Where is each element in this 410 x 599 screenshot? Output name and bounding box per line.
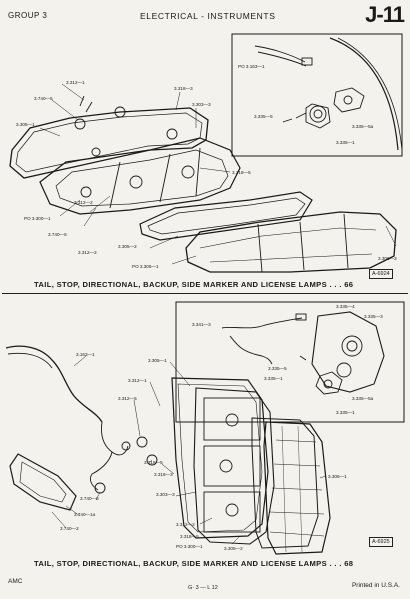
- label-3318-5b: 3.318—5: [180, 534, 199, 539]
- figure-ref-bottom: A-6925: [369, 537, 393, 547]
- inset-label-3341-3: 3.341—3: [192, 322, 211, 327]
- label-3305-1: 3.305—1: [16, 122, 35, 127]
- label-3305-1: 3.305—1: [148, 358, 167, 363]
- bottom-inset-box: [175, 301, 405, 423]
- label-po3300-1: PO 3.300—1: [176, 544, 203, 549]
- label-3318-5: 3.318—5: [232, 170, 251, 175]
- section-title: ELECTRICAL - INSTRUMENTS: [140, 11, 276, 21]
- label-3740-6: 3.740—6: [48, 232, 67, 237]
- label-3312-1: 3.312—1: [66, 80, 85, 85]
- caption-bottom: TAIL, STOP, DIRECTIONAL, BACKUP, SIDE MA…: [34, 559, 354, 568]
- inset-label-3335-4: 3.335—4: [336, 304, 355, 309]
- page-header: GROUP 3 ELECTRICAL - INSTRUMENTS J-11: [0, 0, 410, 28]
- inset-label-po3163-1: PO 3.163—1: [238, 64, 265, 69]
- label-3318-3: 3.318—3: [174, 86, 193, 91]
- page-number: J-11: [365, 2, 405, 27]
- label-3740-6: 3.740—6: [80, 496, 99, 501]
- label-po3306-1: PO 3.306—1: [132, 264, 159, 269]
- figure-ref-top: A-6924: [369, 269, 393, 279]
- label-3312-2: 3.312—2: [74, 200, 93, 205]
- inset-label-3335-5: 3.335—5: [268, 366, 287, 371]
- label-3312-2b: 3.312—2: [78, 250, 97, 255]
- group-label: GROUP 3: [8, 11, 48, 20]
- label-3312-5: 3.312—5: [118, 396, 137, 401]
- inset-label-3335-1: 3.335—1: [336, 140, 355, 145]
- bottom-exploded-diagram: 3.335—4 3.335—3 3.341—3 3.335—5 3.335—1 …: [5, 301, 405, 555]
- label-3305-2: 3.305—2: [224, 546, 243, 551]
- label-3303-3: 3.303—3: [156, 492, 175, 497]
- label-3305-2: 3.305—2: [118, 244, 137, 249]
- inset-label-3335-5a: 3.335—5a: [352, 396, 374, 401]
- top-exploded-diagram: 3.312—1 3.740—5 3.305—1 3.318—3 3.303—3 …: [9, 33, 403, 273]
- footer-brand: AMC: [8, 578, 23, 585]
- caption-top: TAIL, STOP, DIRECTIONAL, BACKUP, SIDE MA…: [34, 280, 354, 289]
- inset-label-3335-1b: 3.335—1: [336, 410, 355, 415]
- section-divider: [2, 293, 408, 294]
- inset-label-3335-5a: 3.335—5a: [352, 124, 374, 129]
- top-inset-box: [231, 33, 403, 157]
- label-3312-1: 3.312—1: [128, 378, 147, 383]
- label-3740-5: 3.740—5: [34, 96, 53, 101]
- label-3163-1: 3.163—1: [76, 352, 95, 357]
- label-3318-5: 3.318—5: [144, 460, 163, 465]
- label-3318-3: 3.318—3: [154, 472, 173, 477]
- label-3306-1: 3.306—1: [328, 474, 347, 479]
- footer-printed: Printed in U.S.A.: [351, 582, 400, 589]
- footer-code: G· 3 — L 12: [188, 585, 218, 591]
- label-3312-2: 3.312—2: [176, 522, 195, 527]
- label-3740-2: 3.740—2: [60, 526, 79, 531]
- label-po3300-1: PO 3.300—1: [24, 216, 51, 221]
- label-3303-3: 3.303—3: [192, 102, 211, 107]
- label-3306-3: 3.306—3: [378, 256, 397, 261]
- inset-label-3335-3: 3.335—3: [364, 314, 383, 319]
- inset-label-3335-1: 3.335—1: [264, 376, 283, 381]
- inset-label-3335-5: 3.335—5: [254, 114, 273, 119]
- label-3740-1a: 3.740—1a: [74, 512, 96, 517]
